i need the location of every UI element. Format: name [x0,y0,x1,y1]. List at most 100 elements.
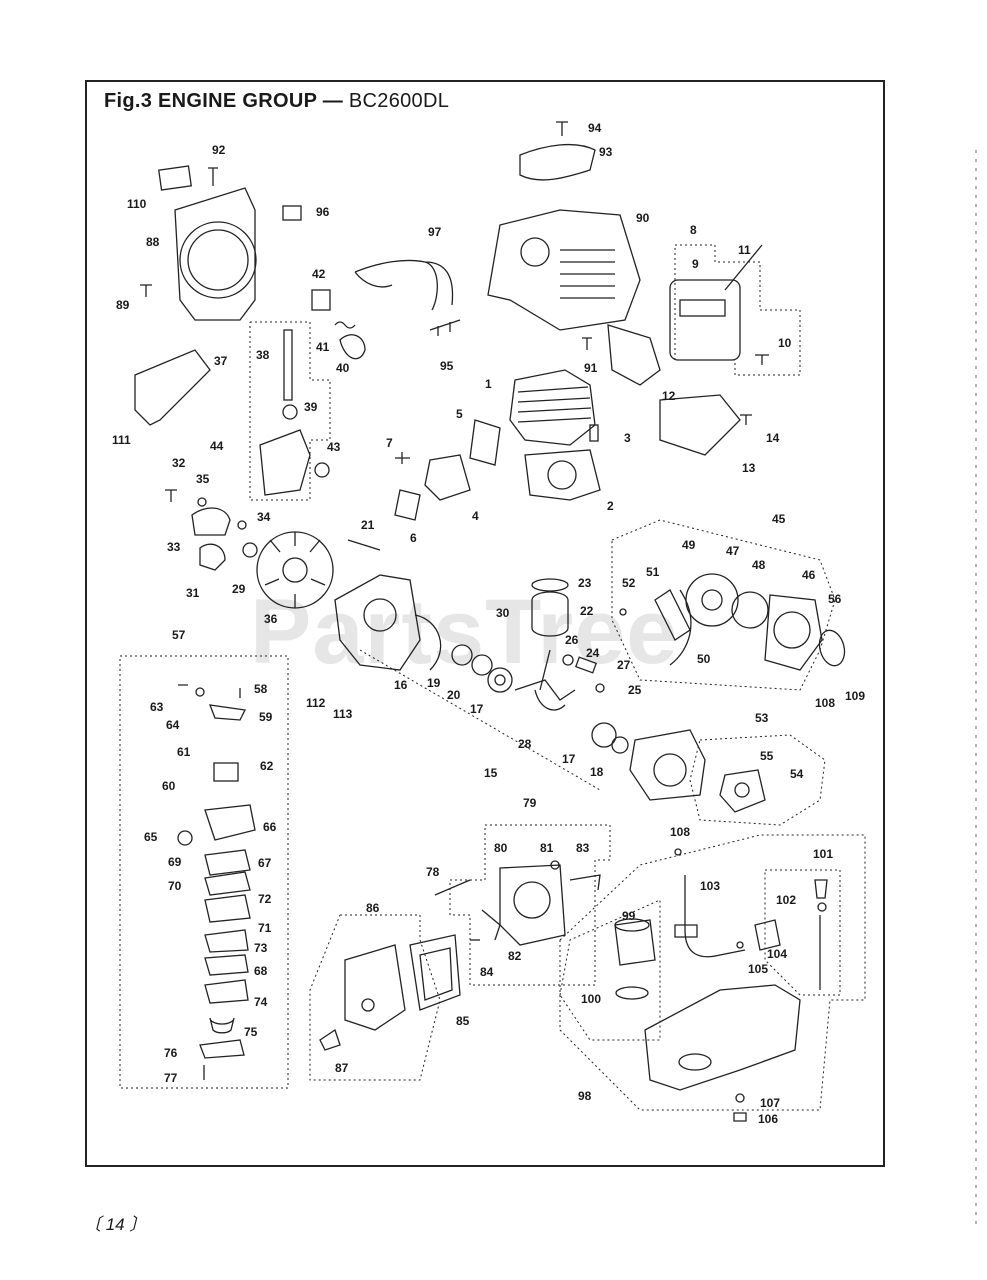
callout-106: 106 [758,1112,779,1126]
callout-56: 56 [828,592,842,606]
callout-49: 49 [682,538,696,552]
callout-91: 91 [584,361,598,375]
callout-99: 99 [622,909,636,923]
callout-79: 79 [523,796,537,810]
callout-108b: 108 [670,825,691,839]
callout-59: 59 [259,710,273,724]
callout-30: 30 [496,606,510,620]
group-title: ENGINE GROUP [158,90,317,112]
callout-7: 7 [386,436,393,450]
callout-76: 76 [164,1046,178,1060]
callout-77: 77 [164,1071,178,1085]
callout-20: 20 [447,688,461,702]
callout-3: 3 [624,431,631,445]
callout-61: 61 [177,745,191,759]
callout-29: 29 [232,582,246,596]
callout-55: 55 [760,749,774,763]
figure-label: Fig.3 [104,90,153,112]
callout-73: 73 [254,941,268,955]
callout-21: 21 [361,518,375,532]
callout-84: 84 [480,965,494,979]
group-outlines [119,244,866,1111]
callout-48: 48 [752,558,766,572]
callout-110: 110 [127,197,147,211]
callout-9: 9 [692,257,699,271]
callout-25: 25 [628,683,642,697]
callout-68: 68 [254,964,268,978]
diagram-frame [85,80,885,1167]
callout-23: 23 [578,576,592,590]
callout-19: 19 [427,676,441,690]
callout-44: 44 [210,439,224,453]
title-dash: — [322,90,344,112]
callout-78: 78 [426,865,440,879]
callout-89: 89 [116,298,130,312]
callout-70: 70 [168,879,182,893]
callout-63: 63 [150,700,164,714]
callout-83: 83 [576,841,590,855]
callout-1: 1 [485,377,492,391]
callout-103: 103 [700,879,721,893]
callout-101: 101 [813,847,834,861]
callout-45: 45 [772,512,786,526]
callout-38: 38 [256,348,270,362]
callout-16: 16 [394,678,408,692]
scan-edge-marks [975,150,977,1230]
callout-18: 18 [590,765,604,779]
callout-26: 26 [565,633,579,647]
callout-74: 74 [254,995,268,1009]
callout-14: 14 [766,431,780,445]
callout-107: 107 [760,1096,781,1110]
callout-47: 47 [726,544,740,558]
callout-62: 62 [260,759,274,773]
callout-13: 13 [742,461,756,475]
callout-8: 8 [690,223,697,237]
callout-34: 34 [257,510,271,524]
callout-50: 50 [697,652,711,666]
callout-66: 66 [263,820,277,834]
callout-42: 42 [312,267,326,281]
model-number: BC2600DL [348,90,450,112]
callout-102: 102 [776,893,797,907]
callout-82: 82 [508,949,522,963]
callout-85: 85 [456,1014,470,1028]
callout-32: 32 [172,456,186,470]
callout-12: 12 [662,389,676,403]
callout-24: 24 [586,646,600,660]
callout-64: 64 [166,718,180,732]
callout-69: 69 [168,855,182,869]
callout-22: 22 [580,604,594,618]
callout-88: 88 [146,235,160,249]
callout-35: 35 [196,472,210,486]
callout-113: 113 [333,707,353,721]
callout-27: 27 [617,658,631,672]
callout-33: 33 [167,540,181,554]
callout-96: 96 [316,205,330,219]
callout-58: 58 [254,682,268,696]
callout-105: 105 [748,962,769,976]
callout-40: 40 [336,361,350,375]
callout-97: 97 [428,225,442,239]
callout-86: 86 [366,901,380,915]
callout-57: 57 [172,628,186,642]
callout-72: 72 [258,892,272,906]
callout-100: 100 [581,992,602,1006]
callout-65: 65 [144,830,158,844]
callout-41: 41 [316,340,330,354]
page-number: 〔 14 〕 [84,1215,147,1234]
callout-104: 104 [767,947,788,961]
callout-2: 2 [607,499,614,513]
callout-37: 37 [214,354,228,368]
callout-10: 10 [778,336,792,350]
callout-80: 80 [494,841,508,855]
callout-93: 93 [599,145,613,159]
callout-28: 28 [518,737,532,751]
callout-81: 81 [540,841,554,855]
callout-90: 90 [636,211,650,225]
callout-6: 6 [410,531,417,545]
callout-5: 5 [456,407,463,421]
callout-31: 31 [186,586,200,600]
callout-67: 67 [258,856,272,870]
callout-71: 71 [258,921,272,935]
